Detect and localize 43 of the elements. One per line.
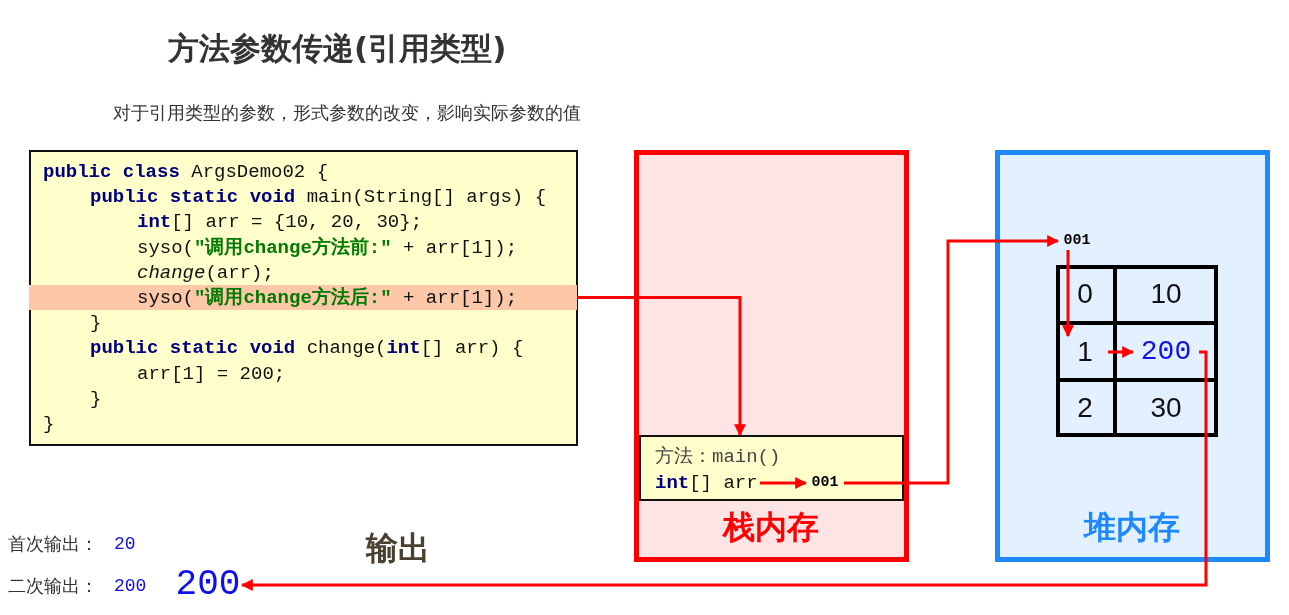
output-label: 二次输出： xyxy=(8,574,98,598)
code-line: int[] arr = {10, 20, 30}; xyxy=(137,210,423,236)
code-line: public static void change(int[] arr) { xyxy=(90,336,524,362)
code-line: public static void main(String[] args) { xyxy=(90,185,547,211)
value-text: 30 xyxy=(1133,392,1199,424)
heap-panel xyxy=(995,150,1270,562)
arrow xyxy=(1062,250,1074,338)
value-text: 200 xyxy=(1133,336,1199,368)
method-frame xyxy=(639,435,904,501)
code-line: change(arr); xyxy=(137,260,274,286)
code-line: } xyxy=(43,412,55,437)
output-label: 首次输出： xyxy=(8,532,98,556)
page-title: 方法参数传递(引用类型) xyxy=(168,29,507,68)
index-text: 0 xyxy=(1062,278,1108,310)
address-text: 001 xyxy=(1058,232,1096,250)
output-value: 200 xyxy=(114,575,147,598)
subtitle-text: 对于引用类型的参数，形式参数的改变，影响实际参数的值 xyxy=(113,101,581,125)
code-box xyxy=(29,150,578,446)
address-text: 001 xyxy=(806,474,844,492)
arrow xyxy=(760,477,808,489)
panel-title: 栈内存 xyxy=(721,507,820,548)
code-line: syso("调用change方法后:" + arr[1]); xyxy=(137,285,518,311)
highlight-bar xyxy=(29,285,577,310)
code-line: syso("调用change方法前:" + arr[1]); xyxy=(137,235,518,261)
code-line: } xyxy=(90,311,102,337)
output-value: 20 xyxy=(114,533,136,556)
arrow xyxy=(577,296,746,437)
index-text: 2 xyxy=(1062,392,1108,424)
stack-panel xyxy=(634,150,909,562)
index-text: 1 xyxy=(1062,336,1108,368)
arrow xyxy=(844,235,1060,485)
code-line: arr[1] = 200; xyxy=(137,361,286,387)
arrow xyxy=(240,350,1208,591)
array-table xyxy=(1056,265,1218,437)
output-heading: 输出 xyxy=(366,528,430,568)
code-line: public class ArgsDemo02 { xyxy=(43,160,329,185)
code-line: } xyxy=(90,386,102,412)
value-text: 10 xyxy=(1133,278,1199,310)
arrow xyxy=(1108,346,1135,358)
variable-text: int[] arr xyxy=(655,472,760,494)
panel-title: 堆内存 xyxy=(1082,507,1181,548)
output-value: 200 xyxy=(174,563,242,607)
method-label: 方法：main() xyxy=(655,445,781,469)
